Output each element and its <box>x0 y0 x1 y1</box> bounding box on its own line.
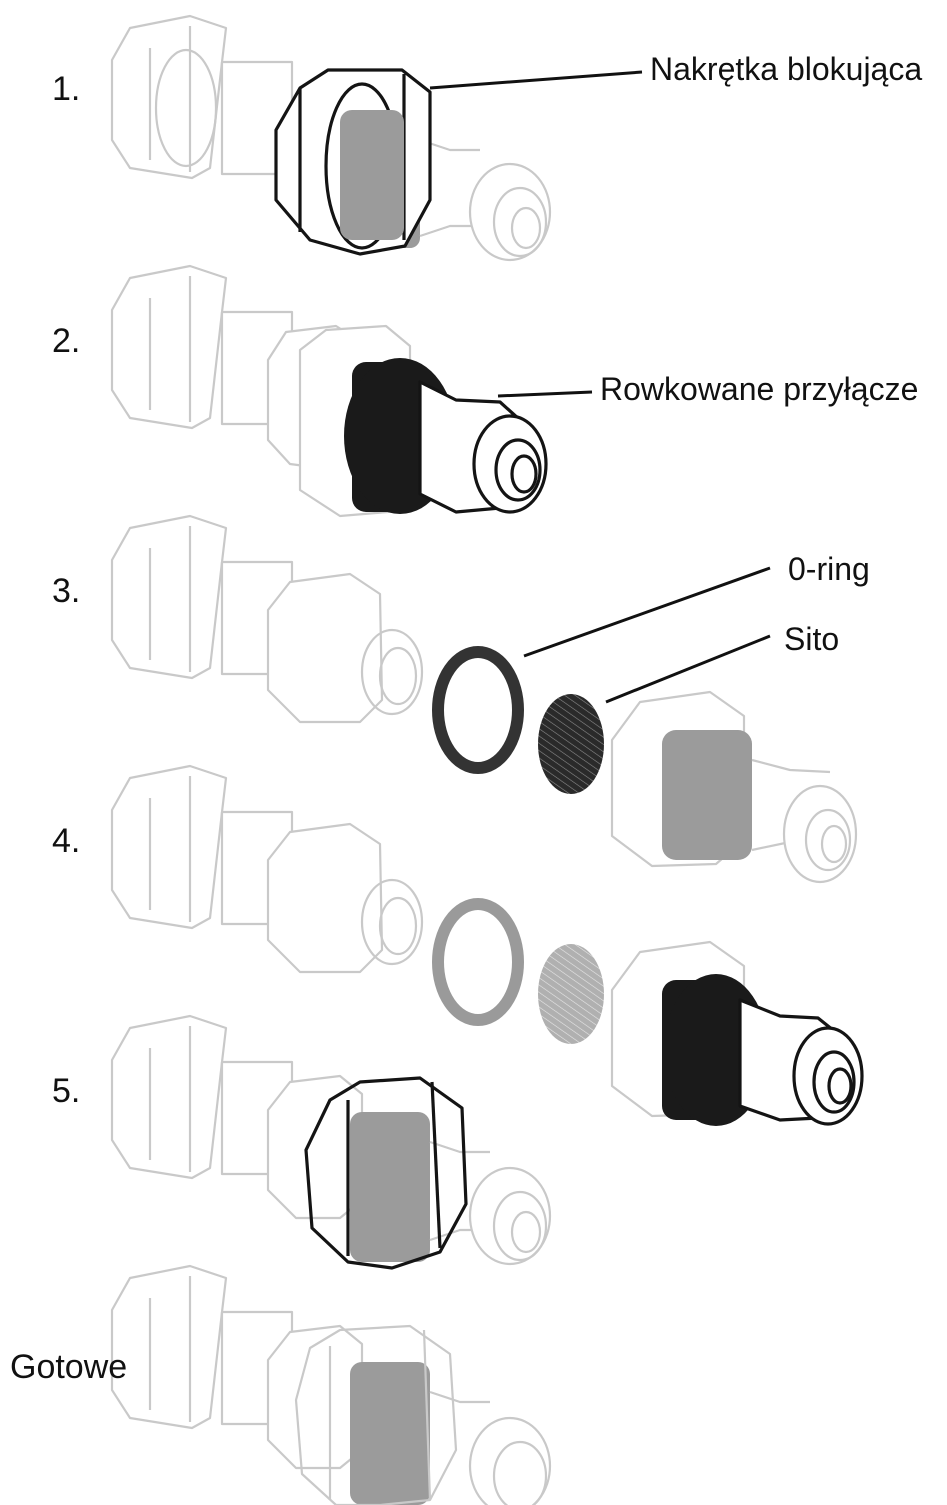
grooved-connector <box>610 690 858 884</box>
step-2-number: 2. <box>52 322 80 360</box>
fitting-body <box>110 14 294 180</box>
step-2: 2. Rowkowane przyłącze <box>52 264 918 518</box>
fitting-body <box>110 1264 364 1470</box>
step-3: 3. 0-ring Sito <box>52 514 870 884</box>
lock-nut <box>294 1324 458 1505</box>
screen <box>538 694 604 794</box>
step-done-label: Gotowe <box>10 1348 127 1386</box>
grooved-connector <box>350 1112 552 1266</box>
step-1-number: 1. <box>52 70 80 108</box>
fitting-body <box>110 764 424 974</box>
callout-screen: Sito <box>784 621 839 657</box>
o-ring <box>432 898 524 1026</box>
fitting-body <box>110 1014 364 1220</box>
step-1: 1. Nakrętka blokująca <box>52 14 922 262</box>
step-4-number: 4. <box>52 822 80 860</box>
step-5-number: 5. <box>52 1072 80 1110</box>
fitting-body <box>110 514 424 724</box>
leader-line <box>497 390 593 398</box>
leader-line <box>523 566 771 658</box>
o-ring <box>432 646 524 774</box>
grooved-connector <box>344 358 548 514</box>
lock-nut <box>304 1076 468 1270</box>
step-3-number: 3. <box>52 572 80 610</box>
leader-line <box>605 634 771 704</box>
lock-nut <box>274 68 432 256</box>
callout-grooved-connector: Rowkowane przyłącze <box>600 371 918 407</box>
grooved-connector <box>350 1362 552 1505</box>
leader-line <box>429 70 643 90</box>
step-done: Gotowe <box>10 1264 552 1505</box>
callout-lock-nut: Nakrętka blokująca <box>650 51 922 87</box>
step-4: 4. <box>52 764 864 1126</box>
step-5: 5. <box>52 1014 552 1270</box>
screen <box>538 944 604 1044</box>
callout-o-ring: 0-ring <box>788 551 870 587</box>
grooved-connector <box>610 940 864 1126</box>
